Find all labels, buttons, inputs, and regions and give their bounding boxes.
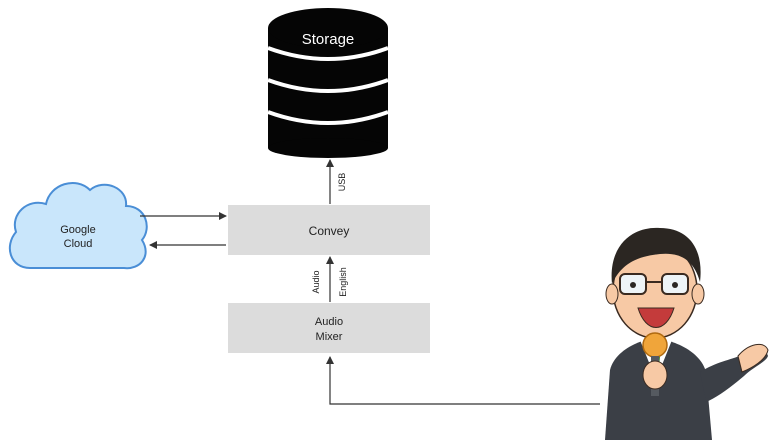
audio-edge-label: Audio	[311, 270, 321, 293]
english-edge-label: English	[338, 267, 348, 297]
audio-mixer-node: Audio Mixer	[228, 303, 430, 353]
convey-label: Convey	[309, 224, 350, 238]
speaker-illustration	[605, 227, 769, 440]
speaker-to-mixer-arrow	[326, 356, 600, 405]
google-cloud-label-line2: Cloud	[64, 238, 93, 250]
storage-database-icon: Storage	[267, 8, 389, 158]
audio-mixer-label-line1: Audio	[315, 316, 343, 328]
usb-edge-label: USB	[337, 173, 347, 192]
storage-label: Storage	[302, 31, 355, 48]
convey-node: Convey	[228, 205, 430, 255]
google-cloud-label-line1: Google	[60, 224, 95, 236]
audio-mixer-label-line2: Mixer	[316, 331, 343, 343]
google-cloud-icon: Google Cloud	[8, 181, 148, 270]
